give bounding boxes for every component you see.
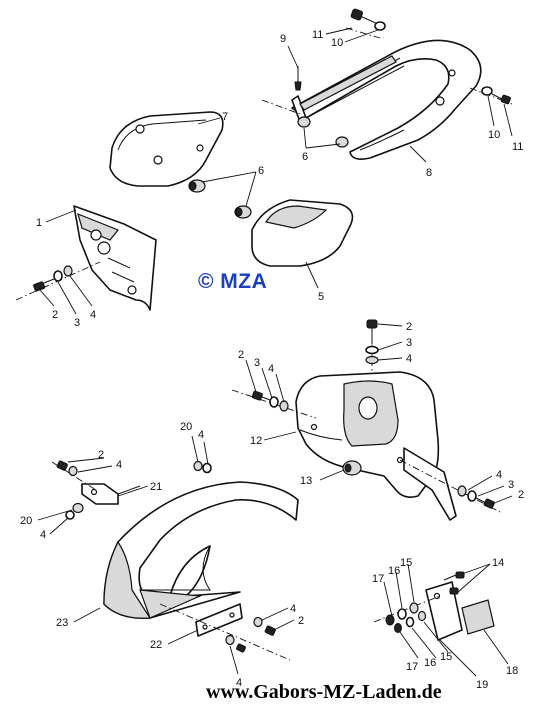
callout-10-top: 10 (331, 37, 343, 49)
washer-4-left-bracket (279, 400, 289, 412)
callout-6-middle: 6 (258, 165, 264, 177)
nut-17-lower (394, 623, 402, 633)
screw-11-right (491, 93, 511, 105)
callout-15-bottom: 15 (440, 651, 452, 663)
part-18-reflector (461, 599, 495, 635)
callout-20-top: 20 (180, 421, 192, 433)
callout-2-bracket-21: 2 (98, 449, 104, 461)
callout-numbers: 11 10 9 7 6 6 8 10 11 1 2 3 4 5 2 3 4 2 … (20, 29, 524, 691)
part-8-carrier-frame (291, 39, 482, 160)
callout-4-side-plate: 4 (90, 309, 96, 321)
callout-4-plate-22: 4 (290, 603, 296, 615)
callout-3-left-bracket: 3 (254, 357, 260, 369)
nut-20-top (193, 460, 203, 472)
callout-4-bottom: 4 (236, 677, 242, 689)
washer-4-side-plate (63, 265, 73, 277)
washer-4-plate-22-bottom (225, 634, 235, 646)
nut-20-bracket-21 (72, 502, 84, 514)
callout-4-top: 4 (198, 429, 204, 441)
washer-4-top (202, 462, 212, 474)
washer-15-lower (417, 610, 427, 622)
callout-1: 1 (36, 217, 42, 229)
washer-16 (397, 608, 407, 620)
part-7-side-panel (109, 111, 224, 187)
nut-17 (385, 614, 395, 626)
rubber-grommet-6-right (234, 205, 252, 219)
screw-2-right-bracket (475, 497, 495, 509)
rubber-buffer-13 (342, 460, 362, 476)
bolt-9 (294, 66, 302, 91)
rubber-grommet-6-left (188, 179, 206, 193)
washer-16-lower (405, 616, 415, 628)
part-23-mudguard (103, 481, 299, 620)
callout-9: 9 (280, 33, 286, 45)
callout-2-left-bracket: 2 (238, 349, 244, 361)
washer-4-plate-22-right (253, 616, 263, 628)
screw-2-side-plate (33, 278, 55, 292)
callout-18: 18 (506, 665, 518, 677)
part-5-cover (251, 199, 354, 267)
part-1-side-plate (73, 205, 157, 311)
screw-14-upper (443, 571, 465, 581)
callout-2-right-bracket: 2 (518, 489, 524, 501)
screw-plate-22-bottom (236, 643, 246, 653)
screw-2-bracket-21 (56, 460, 68, 471)
callout-2-plate-22: 2 (298, 615, 304, 627)
callout-19: 19 (476, 679, 488, 691)
washer-10-right (481, 86, 493, 96)
callout-3-top-bracket: 3 (406, 337, 412, 349)
callout-17-bottom: 17 (406, 661, 418, 673)
callout-16-bottom: 16 (424, 657, 436, 669)
callout-7: 7 (222, 111, 228, 123)
callout-3-side-plate: 3 (74, 317, 80, 329)
screw-2-plate-22 (264, 625, 276, 636)
callout-3-right-bracket: 3 (508, 479, 514, 491)
screw-2-top-bracket (366, 319, 378, 344)
washer-3-top-bracket (365, 345, 379, 355)
part-19-plate-holder (425, 581, 463, 641)
part-22-mounting-plate (195, 603, 243, 637)
part-21-mount-bracket (81, 483, 141, 505)
callout-12: 12 (250, 435, 262, 447)
footer-website-url[interactable]: www.Gabors-MZ-Laden.de (206, 681, 442, 703)
callout-14: 14 (492, 557, 504, 569)
washer-3-side-plate (53, 270, 63, 282)
callout-20-left: 20 (20, 515, 32, 527)
callout-10-right: 10 (488, 129, 500, 141)
callout-6-top: 6 (302, 151, 308, 163)
part-12-tail-bracket (295, 371, 457, 521)
callout-2-side-plate: 2 (52, 309, 58, 321)
callout-15-top: 15 (400, 557, 412, 569)
callout-11-top: 11 (312, 29, 323, 41)
callout-5: 5 (318, 291, 324, 303)
washer-10-upper (374, 21, 386, 31)
washer-3-left-bracket (269, 396, 279, 408)
callout-4-left: 4 (40, 529, 46, 541)
copyright-watermark: © MZA (198, 270, 268, 293)
washer-4-top-bracket (365, 355, 379, 365)
leader-lines (37, 27, 513, 677)
callout-11-right: 11 (512, 141, 523, 153)
callout-8: 8 (426, 167, 432, 179)
callout-4-right-bracket: 4 (496, 469, 502, 481)
washer-4-bracket-21 (68, 465, 78, 477)
callout-22: 22 (150, 639, 162, 651)
washer-4-lower-bracket-21 (65, 510, 75, 520)
callout-4-top-bracket: 4 (406, 353, 412, 365)
callout-23: 23 (56, 617, 68, 629)
screw-14-lower (449, 587, 459, 595)
callout-4-bracket-21: 4 (116, 459, 122, 471)
washer-15 (409, 602, 419, 614)
callout-16-top: 16 (388, 565, 400, 577)
callout-17-top: 17 (372, 573, 384, 585)
washer-3-right-bracket (467, 490, 477, 502)
callout-4-left-bracket: 4 (268, 363, 274, 375)
callout-2-top-bracket: 2 (406, 321, 412, 333)
callout-21: 21 (150, 481, 162, 493)
callout-13: 13 (300, 475, 312, 487)
washer-4-right-bracket (457, 485, 467, 497)
screw-2-left-bracket (251, 390, 271, 401)
screw-11-upper (350, 8, 379, 25)
